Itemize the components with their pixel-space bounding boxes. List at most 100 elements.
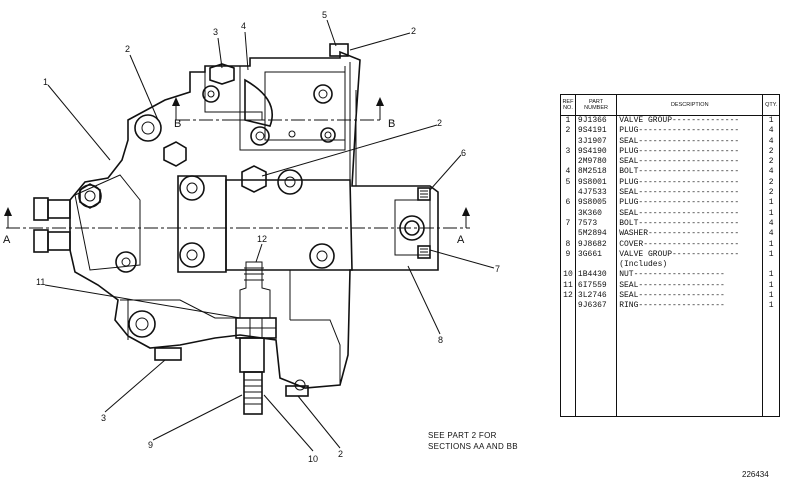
description-cell: BOLT--------------------- [616,218,764,230]
table-row: (Includes) [560,260,780,271]
qty-cell: 1 [768,198,774,208]
part-number-cell: 3J1907 [575,136,618,147]
part-number-cell: 5M2894 [575,229,618,240]
ref-cell [560,157,576,168]
callout-7: 7 [495,264,500,274]
ref-cell: 5 [560,177,576,189]
qty-cell: 1 [768,291,774,301]
blank-cell [616,311,764,417]
ref-cell: 2 [560,126,576,137]
hex-plugs [33,43,431,397]
section-a-left-label: A [3,234,11,246]
blank-cell [560,311,576,417]
ref-cell: 12 [560,291,576,302]
qty-cell: 4 [768,167,774,177]
part-number-cell: 1B4430 [575,270,618,281]
header-qty: QTY. [762,94,780,116]
ref-cell: 1 [560,115,576,127]
description-cell: BOLT--------------------- [616,167,764,178]
qty-cell [763,260,780,270]
callout-3-lower: 3 [101,413,106,423]
parts-table-header: REF NO. PART NUMBER DESCRIPTION QTY. [560,94,780,116]
valve-stem [235,261,277,415]
part-number-cell: 9S8005 [575,198,618,209]
part-number-cell: 3G661 [575,249,618,261]
qty-cell: 1 [768,280,774,290]
description-cell: (Includes) [616,260,764,271]
bolt-holes [78,84,425,391]
description-cell: PLUG--------------------- [616,177,764,189]
part-number-cell: 6I7559 [575,280,618,292]
qty-cell: 4 [768,218,774,228]
ref-cell [560,208,576,219]
callout-2-right: 2 [437,118,442,128]
callout-4: 4 [241,21,246,31]
ref-cell: 7 [560,218,576,230]
section-b-right-label: B [388,118,395,130]
callout-2-top-right: 2 [411,26,416,36]
ref-cell: 3 [560,146,576,158]
ref-cell [560,260,576,271]
part-number-cell: 9J6367 [575,301,618,312]
qty-cell: 1 [768,301,774,311]
qty-cell: 4 [768,136,774,146]
qty-cell: 1 [768,239,774,249]
lever-assembly [230,78,273,127]
description-cell: SEAL--------------------- [616,157,764,168]
ref-cell: 8 [560,239,576,250]
blank-row [560,311,780,417]
part-number-cell: 3K360 [575,208,618,219]
ref-cell [560,188,576,199]
table-row: 9J6367 RING------------------1 [560,301,780,312]
qty-cell: 2 [768,177,774,187]
part-number-cell: 9S4190 [575,146,618,158]
callout-2-lower: 2 [338,449,343,459]
ref-cell: 10 [560,270,576,281]
callout-1: 1 [43,77,48,87]
part-number-cell: 9J8682 [575,239,618,250]
ref-cell [560,301,576,312]
description-cell: NUT------------------- [616,270,764,281]
callout-8: 8 [438,335,443,345]
ref-cell: 11 [560,280,576,292]
header-ref: REF NO. [560,94,576,116]
callout-12: 12 [257,234,267,244]
note-line-1: SEE PART 2 FOR [428,431,497,440]
note-line-2: SECTIONS AA AND BB [428,442,518,451]
callout-5: 5 [322,10,327,20]
qty-cell: 2 [768,188,774,198]
qty-cell: 2 [768,146,774,156]
section-note: SEE PART 2 FOR SECTIONS AA AND BB [428,430,518,452]
header-description: DESCRIPTION [616,94,764,116]
description-cell: VALVE GROUP-------------- [616,115,764,127]
description-cell: PLUG--------------------- [616,126,764,137]
drawing-number: 226434 [742,470,769,479]
qty-cell: 1 [768,249,774,259]
description-cell: COVER-------------------- [616,239,764,250]
part-number-cell: 9J1366 [575,115,618,127]
part-number-cell: 4J7533 [575,188,618,199]
section-b-left-label: B [174,118,181,130]
description-cell: SEAL------------------ [616,291,764,302]
ref-cell: 6 [560,198,576,209]
description-cell: WASHER------------------- [616,229,764,240]
section-lines [4,97,470,229]
qty-cell: 2 [768,157,774,167]
ref-cell [560,229,576,240]
ref-cell: 4 [560,167,576,178]
description-cell: PLUG--------------------- [616,198,764,209]
callout-11: 11 [36,277,45,287]
